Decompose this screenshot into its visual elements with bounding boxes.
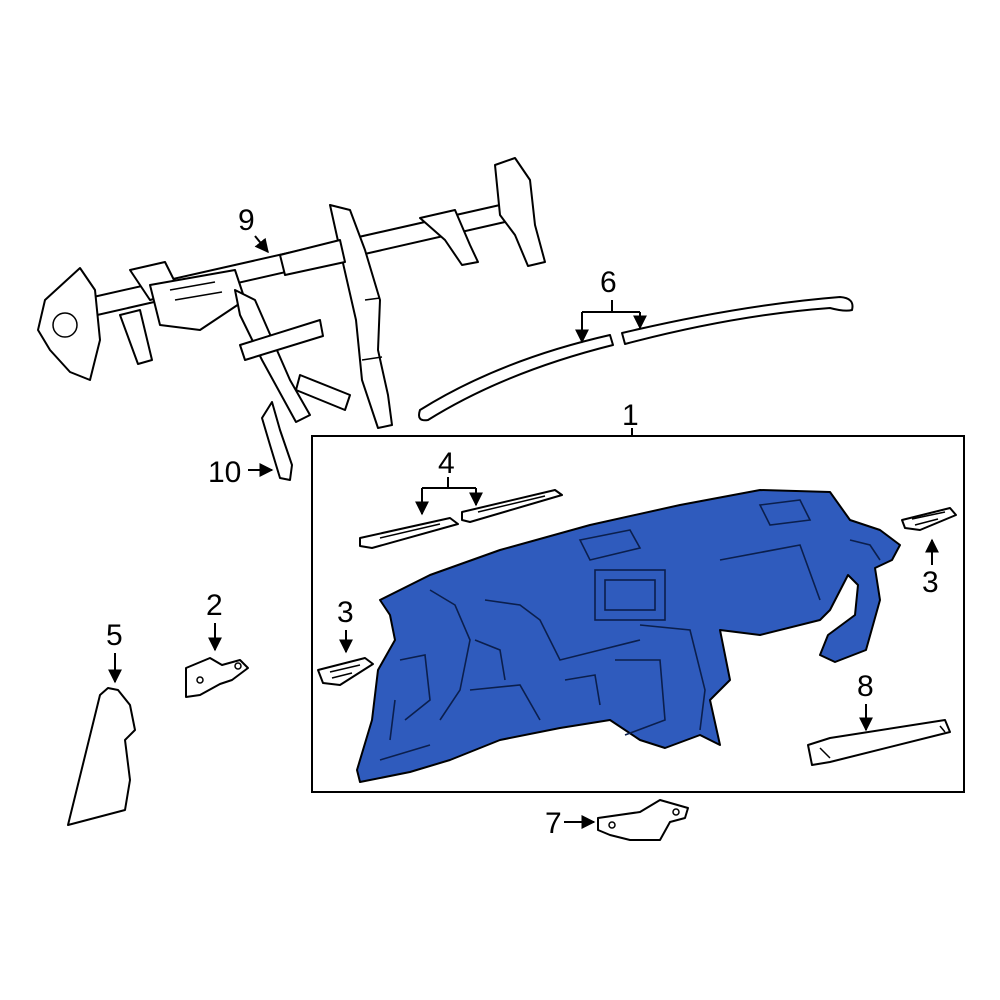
callout-4: 4 xyxy=(438,447,455,480)
bracket-part-2[interactable]: 2 xyxy=(185,589,249,698)
callout-9: 9 xyxy=(238,204,255,237)
leader-4 xyxy=(422,477,476,489)
dash-trim-strips-part-6[interactable]: 6 xyxy=(418,266,854,422)
instrument-panel-body xyxy=(356,489,901,783)
callout-5: 5 xyxy=(106,619,123,652)
brace-part-8[interactable]: 8 xyxy=(807,670,951,766)
bracket-part-10[interactable]: 10 xyxy=(208,401,293,489)
reinforcement-beam-part-9[interactable]: 9 xyxy=(37,157,546,429)
defroster-strips-part-4[interactable]: 4 xyxy=(359,447,563,549)
callout-3-right: 3 xyxy=(922,566,939,599)
callout-10: 10 xyxy=(208,456,241,489)
callout-6: 6 xyxy=(600,266,617,299)
side-cover-part-5[interactable]: 5 xyxy=(67,619,136,826)
callout-7: 7 xyxy=(545,807,562,840)
leader-6 xyxy=(581,300,641,340)
air-vent-left-part-3[interactable]: 3 xyxy=(317,596,374,686)
leader-9 xyxy=(254,235,269,254)
instrument-panel-part-1[interactable] xyxy=(356,489,901,783)
callout-1: 1 xyxy=(622,399,639,432)
bracket-part-7[interactable]: 7 xyxy=(545,799,689,841)
callout-2: 2 xyxy=(206,589,223,622)
air-vent-right-part-3[interactable]: 3 xyxy=(901,507,957,599)
callout-8: 8 xyxy=(857,670,874,703)
assembly-frame xyxy=(311,435,965,793)
callout-3-left: 3 xyxy=(337,596,354,629)
